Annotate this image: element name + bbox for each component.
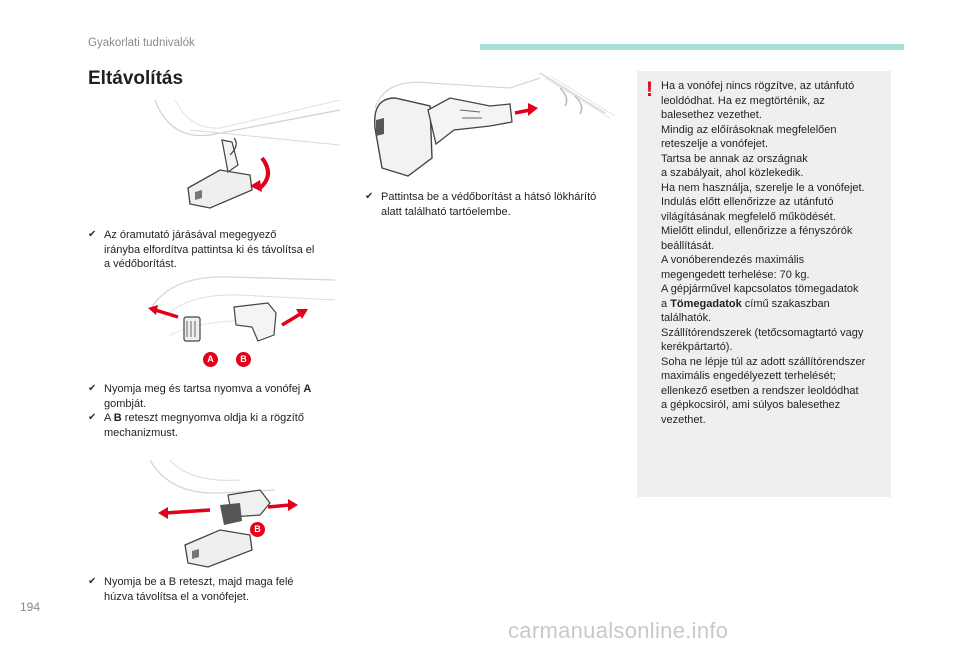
page-title: Eltávolítás: [88, 68, 184, 89]
warning-box: ! Ha a vonófej nincs rögzítve, az utánfu…: [637, 71, 891, 497]
warning-exclamation-icon: !: [646, 78, 653, 101]
illustration-towball-buttons: [148, 276, 336, 342]
page-number: 194: [20, 600, 41, 614]
header-accent-bar: [480, 44, 904, 50]
step-3-text: ✔Nyomja be a B reteszt, majd maga felé h…: [88, 576, 294, 603]
badge-b-second: B: [250, 522, 265, 537]
step-1-text: ✔Az óramutató járásával megegyező irányb…: [88, 229, 315, 270]
illustration-cover-stowage: [373, 72, 616, 177]
checkmark-icon: ✔: [88, 383, 97, 394]
watermark: carmanualsonline.info: [508, 618, 729, 643]
step-2-text: ✔Nyomja meg és tartsa nyomva a vonófej A…: [88, 383, 312, 439]
badge-a: A: [203, 352, 218, 367]
checkmark-icon: ✔: [88, 412, 97, 423]
warning-text: Ha a vonófej nincs rögzítve, az utánfutó…: [661, 80, 866, 426]
checkmark-icon: ✔: [365, 191, 374, 202]
illustration-towball-pull: [149, 459, 298, 568]
checkmark-icon: ✔: [88, 229, 97, 240]
illustration-cover-removal: [154, 100, 340, 209]
badge-b: B: [236, 352, 251, 367]
step-4-text: ✔Pattintsa be a védőborítást a hátsó lök…: [365, 191, 597, 218]
checkmark-icon: ✔: [88, 576, 97, 587]
section-header: Gyakorlati tudnivalók: [88, 37, 195, 49]
